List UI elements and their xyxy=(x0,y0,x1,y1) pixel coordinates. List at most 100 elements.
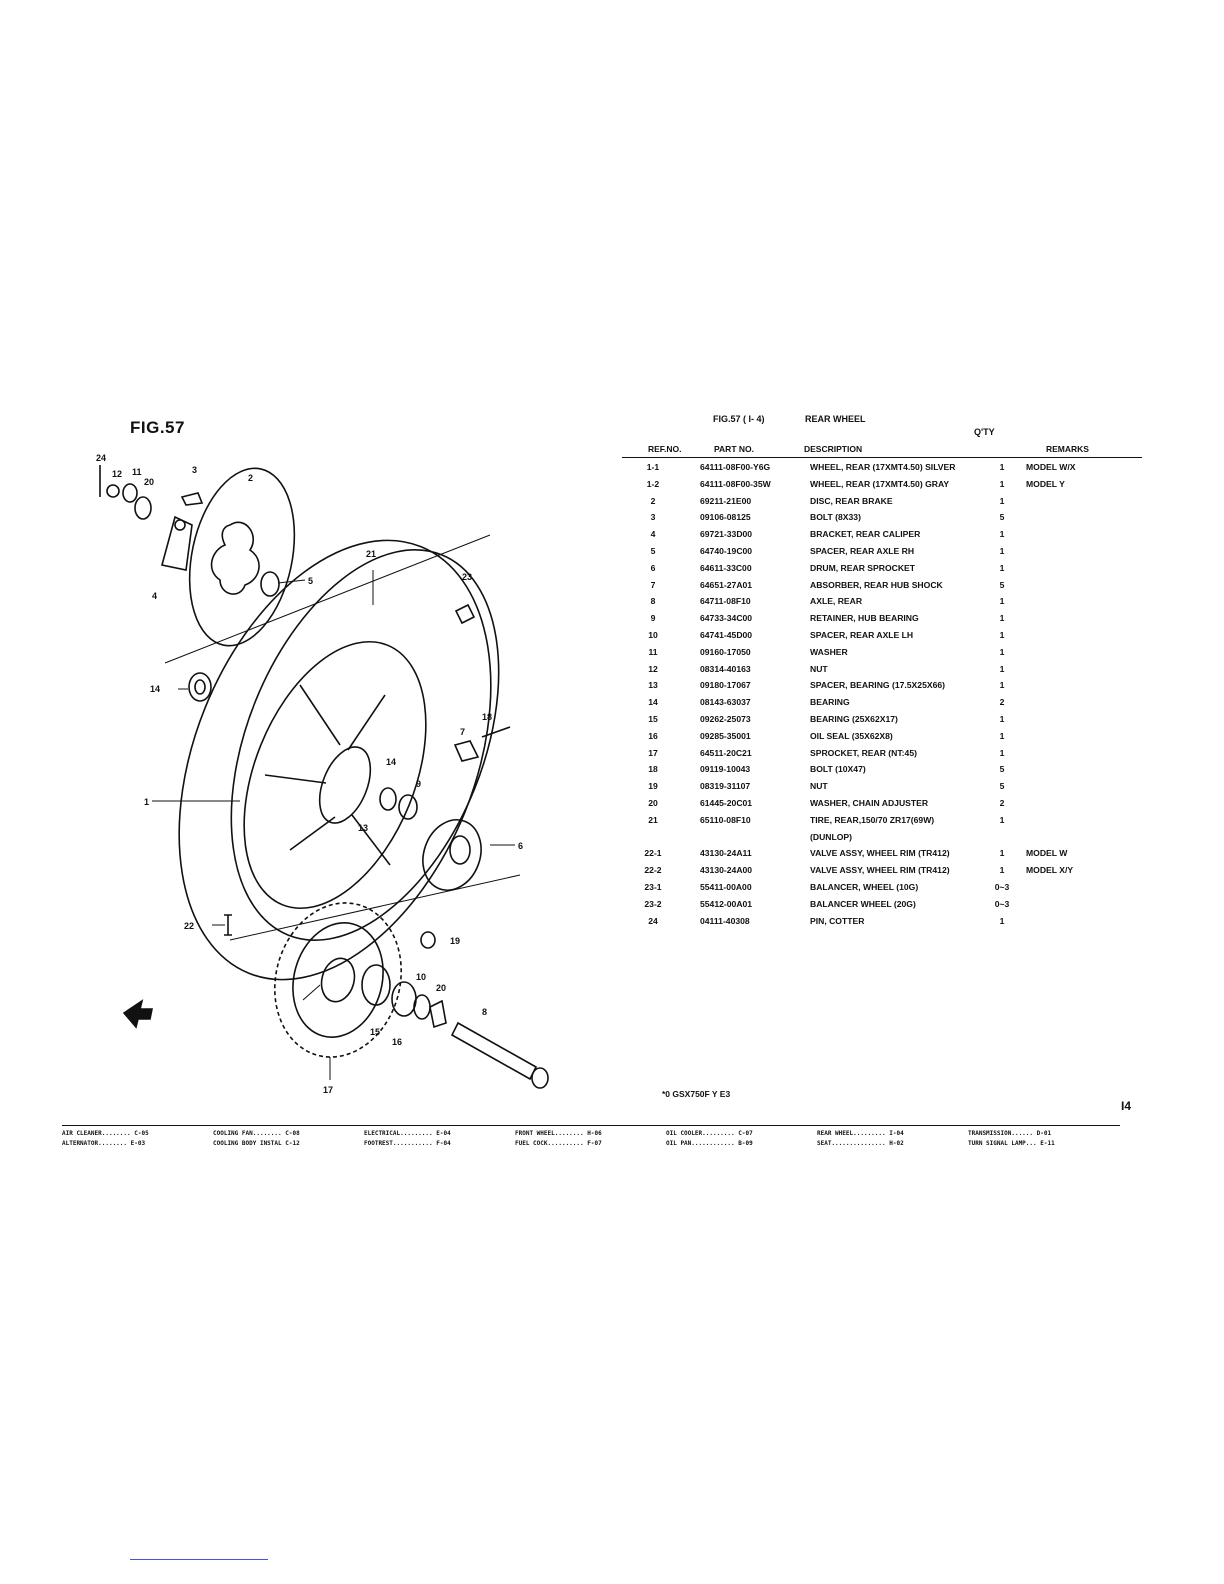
index-entry[interactable]: FOOTREST........... F-04 xyxy=(364,1140,451,1147)
cell-qty: 1 xyxy=(999,814,1005,825)
page-number: I4 xyxy=(1121,1099,1132,1113)
cell-ref: 12 xyxy=(648,663,658,674)
cell-part: 09180-17067 xyxy=(700,680,751,691)
cell-desc: SPACER, BEARING (17.5X25X66) xyxy=(810,680,945,691)
cell-part: 43130-24A11 xyxy=(700,848,752,859)
cell-rem xyxy=(1016,529,1122,546)
cell-qty xyxy=(988,832,1016,849)
sprocket-drum xyxy=(422,819,482,891)
cell-rem xyxy=(1016,815,1122,832)
cell-qty: 5 xyxy=(999,512,1005,523)
cell-desc: BOLT (10X47) xyxy=(810,764,866,775)
callout-label: 15 xyxy=(370,1027,380,1037)
cell-rem xyxy=(1016,546,1122,563)
callout-label: 18 xyxy=(482,712,492,722)
index-entry[interactable]: ELECTRICAL......... E-04 xyxy=(364,1130,451,1137)
cell-rem xyxy=(1016,580,1122,597)
cell-desc: WHEEL, REAR (17XMT4.50) GRAY xyxy=(810,478,950,489)
cell-ref: 1-2 xyxy=(646,478,660,489)
cell-qty: 1 xyxy=(999,478,1005,489)
cell-part: 64511-20C21 xyxy=(700,747,752,758)
callout-label: 14 xyxy=(150,684,160,694)
model-note: *0 GSX750F Y E3 xyxy=(662,1089,731,1099)
cell-qty: 1 xyxy=(999,529,1005,540)
callout-label: 13 xyxy=(358,823,368,833)
callout-label: 17 xyxy=(323,1085,333,1095)
index-entry[interactable]: SEAT............... H-02 xyxy=(817,1140,904,1147)
cell-part: 64733-34C00 xyxy=(700,613,753,624)
cell-qty: 1 xyxy=(999,462,1005,472)
callout-label: 9 xyxy=(416,779,421,789)
index-entry[interactable]: REAR WHEEL......... I-04 xyxy=(817,1130,904,1137)
cell-desc: DRUM, REAR SPROCKET xyxy=(810,562,916,573)
cell-desc: BALANCER, WHEEL (10G) xyxy=(810,881,919,892)
cell-ref: 18 xyxy=(648,764,658,775)
cell-rem: MODEL Y xyxy=(1026,478,1065,489)
index-entry[interactable]: ALTERNATOR........ E-03 xyxy=(62,1140,146,1147)
cell-ref: 24 xyxy=(648,915,658,926)
index-entry[interactable]: TRANSMISSION...... D-01 xyxy=(968,1130,1052,1137)
cell-desc: SPACER, REAR AXLE LH xyxy=(810,629,914,640)
cell-ref: 13 xyxy=(648,680,658,691)
index-entry[interactable]: FUEL COCK.......... F-07 xyxy=(515,1140,602,1147)
cell-ref: 22-2 xyxy=(644,865,662,876)
cell-rem xyxy=(1016,664,1122,681)
cell-desc: NUT xyxy=(810,663,828,674)
index-entry[interactable]: COOLING FAN........ C-08 xyxy=(213,1130,300,1137)
callout-label: 16 xyxy=(392,1037,402,1047)
cell-qty: 1 xyxy=(999,747,1005,758)
index-entry[interactable]: AIR CLEANER........ C-05 xyxy=(62,1130,149,1137)
callout-label: 23 xyxy=(462,572,472,582)
cell-ref: 9 xyxy=(650,613,656,624)
remarks-header: REMARKS xyxy=(1046,444,1089,454)
cell-part: 09285-35001 xyxy=(700,730,751,741)
caliper-bracket xyxy=(161,515,193,571)
cell-part: 08314-40163 xyxy=(700,663,751,674)
index-entry[interactable]: FRONT WHEEL........ H-06 xyxy=(515,1130,602,1137)
cell-ref: 16 xyxy=(648,730,658,741)
cell-rem xyxy=(1016,714,1122,731)
cell-part: 61445-20C01 xyxy=(700,797,753,808)
rear-wheel-diagram-svg: 24 12 11 20 3 2 4 5 21 23 14 18 7 1 14 9… xyxy=(96,453,549,1095)
callout-label: 20 xyxy=(436,983,446,993)
callout-label: 8 xyxy=(482,1007,487,1017)
cell-ref: 14 xyxy=(648,697,658,708)
cell-part: 64711-08F10 xyxy=(700,596,751,607)
index-row: ALTERNATOR........ E-03 COOLING BODY INS… xyxy=(62,1140,1120,1150)
cell-ref: 23-1 xyxy=(644,881,662,892)
section-index: AIR CLEANER........ C-05 COOLING FAN....… xyxy=(62,1125,1120,1150)
index-entry[interactable]: OIL COOLER......... C-07 xyxy=(666,1130,753,1137)
cell-desc: BRACKET, REAR CALIPER xyxy=(810,529,921,540)
cell-rem xyxy=(1016,630,1122,647)
cell-desc: RETAINER, HUB BEARING xyxy=(810,613,919,624)
footer-link-line[interactable] xyxy=(130,1559,268,1560)
cell-rem xyxy=(1016,899,1122,916)
cell-ref: 22-1 xyxy=(644,848,662,859)
cell-qty: 5 xyxy=(999,764,1005,775)
cell-part: 64740-19C00 xyxy=(700,545,753,556)
cell-ref: 7 xyxy=(650,579,656,590)
cell-qty: 2 xyxy=(999,697,1005,708)
description-header: DESCRIPTION xyxy=(804,444,863,454)
index-entry[interactable]: TURN SIGNAL LAMP... E-11 xyxy=(968,1140,1055,1147)
cell-part: 65110-08F10 xyxy=(700,814,751,825)
index-entry[interactable]: COOLING BODY INSTAL C-12 xyxy=(213,1140,300,1147)
index-entry[interactable]: OIL PAN............ B-09 xyxy=(666,1140,753,1147)
callout-label: 3 xyxy=(192,465,197,475)
cell-ref: 19 xyxy=(648,781,658,792)
cell-rem xyxy=(1016,882,1122,899)
cell-qty: 1 xyxy=(999,680,1005,691)
cell-desc: SPACER, REAR AXLE RH xyxy=(810,545,915,556)
index-row: AIR CLEANER........ C-05 COOLING FAN....… xyxy=(62,1130,1120,1140)
cell-part: 69211-21E00 xyxy=(700,495,752,506)
rear-sprocket xyxy=(274,902,402,1058)
